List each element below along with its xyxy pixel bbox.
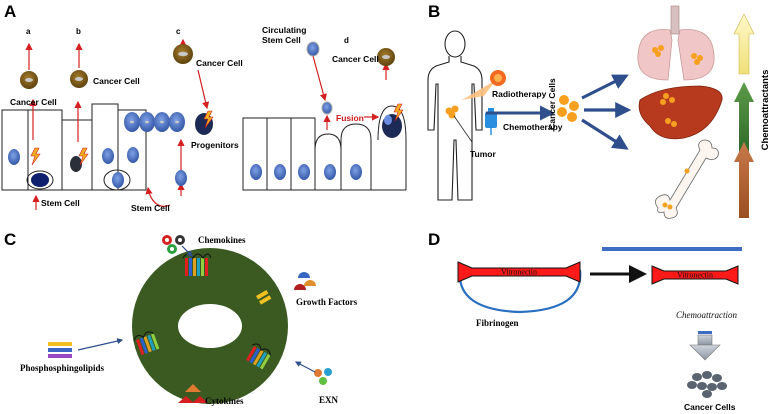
phospholipid-arrow [77, 338, 124, 351]
bone-icon [655, 139, 719, 219]
fibrinogen-curve [458, 269, 582, 314]
cancer-cell-label-b: Cancer Cell [93, 76, 140, 86]
chemotherapy-label: Chemotherapy [503, 122, 563, 132]
tumor-label: Tumor [470, 149, 497, 159]
growth-factor-receptor [256, 290, 272, 305]
panel-a-arrows [25, 38, 390, 210]
progenitors-cluster [124, 110, 214, 186]
exn-label: EXN [319, 395, 339, 405]
lungs-icon [637, 5, 715, 81]
panel-d-letter: D [428, 230, 440, 249]
growth-factor-icons [294, 272, 316, 290]
ring-hole [178, 304, 242, 348]
radiotherapy-label: Radiotherapy [492, 89, 547, 99]
epithelium-cells [8, 147, 139, 191]
sub-label-b: b [76, 27, 81, 36]
chemoattractant-arrows [733, 13, 755, 218]
cancer-cells-a [20, 44, 395, 89]
cancer-cells-label-d: Cancer Cells [684, 402, 736, 412]
chemoattraction-label: Chemoattraction [676, 310, 737, 320]
cytokine-icons [178, 384, 208, 403]
stem-cell-label-c: Stem Cell [131, 203, 170, 213]
receptor-left [133, 331, 160, 356]
tumor-pointer [453, 115, 473, 143]
human-figure [427, 30, 483, 201]
epithelium-d [242, 105, 407, 191]
panel-a: A a b c d [1, 2, 407, 213]
sub-label-d: d [344, 36, 349, 45]
circulating-label-2: Stem Cell [262, 35, 301, 45]
epithelium-d-cells [250, 41, 404, 180]
sub-label-a: a [26, 27, 31, 36]
cancer-cell-label-a: Cancer Cell [10, 97, 57, 107]
chemokines-label: Chemokines [198, 235, 246, 245]
phospholipid-icon [48, 342, 72, 358]
cytokines-label: Cytokines [205, 396, 244, 406]
fibrinogen-label: Fibrinogen [476, 318, 519, 328]
chemokine-arrow [181, 245, 193, 257]
metastasis-arrows [581, 74, 632, 150]
chemo-bag-icon [485, 108, 497, 135]
sub-label-c: c [176, 27, 181, 36]
panel-d: D Vitronectin Fibrinogen Vitronectin Che… [428, 230, 742, 412]
panel-c: C [4, 230, 358, 406]
phosphosphingolipids-label: Phosphosphingolipids [20, 363, 105, 373]
vitronectin-box-1 [457, 261, 581, 283]
growth-factors-label: Growth Factors [296, 297, 358, 307]
panel-b-letter: B [428, 2, 440, 21]
cancer-cells-label-b: Cancer Cells [547, 78, 557, 130]
fusion-label: Fusion [336, 113, 364, 123]
liver-icon [638, 85, 723, 140]
panel-c-letter: C [4, 230, 16, 249]
down-funnel-arrow [689, 331, 721, 361]
radiotherapy-icon [462, 70, 506, 100]
cancer-cell-label-c: Cancer Cell [196, 58, 243, 68]
cancer-cell-label-d: Cancer Cell [332, 54, 379, 64]
exn-icons [314, 368, 332, 385]
top-blue-bar [602, 247, 742, 251]
panel-a-letter: A [4, 2, 16, 21]
tumor-blob [445, 105, 459, 119]
panel-b: B Tumor Radiotherapy Chemotherapy [427, 2, 771, 219]
receptor-right [246, 343, 271, 370]
stem-cell-label-a: Stem Cell [41, 198, 80, 208]
vitronectin-label-1: Vitronectin [501, 268, 537, 277]
vitronectin-box-2 [651, 265, 739, 285]
cancer-cells-cluster-b [557, 95, 579, 122]
progenitors-label: Progenitors [191, 140, 239, 150]
circulating-label-1: Circulating [262, 25, 306, 35]
cancer-cells-cluster-d [687, 371, 727, 398]
exn-arrow [294, 361, 316, 373]
chemokine-icons [162, 235, 185, 254]
vitronectin-label-2: Vitronectin [677, 271, 713, 280]
epithelium-ab [1, 103, 147, 191]
chemoattractants-label: Chemoattractants [760, 70, 771, 151]
